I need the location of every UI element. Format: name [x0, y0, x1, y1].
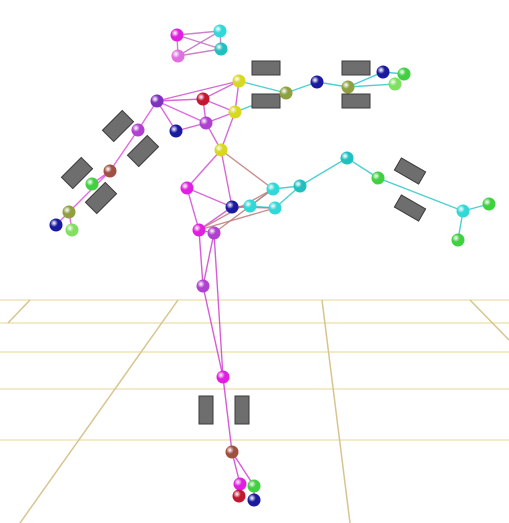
floor-line-d-0 — [7, 299, 31, 324]
sensor-marker-1 — [341, 60, 371, 76]
torso-bone-0 — [202, 80, 240, 100]
legs-bone-2 — [202, 285, 224, 378]
sensor-marker-5 — [126, 134, 160, 168]
torso-bone-6 — [156, 98, 204, 102]
right-arm-bone-10 — [299, 157, 348, 187]
torso-bone-13 — [186, 187, 233, 208]
right-arm-bone-12 — [377, 177, 464, 212]
joint-rFoot1 — [456, 204, 470, 218]
joint-rHand2 — [397, 67, 411, 81]
joint-headR1 — [213, 24, 227, 38]
legs-bone-0 — [198, 229, 204, 287]
joint-rHand1 — [376, 65, 390, 79]
joint-rElbow1 — [310, 75, 324, 89]
joint-ankle — [225, 445, 239, 459]
joint-chin — [196, 92, 210, 106]
joint-rLeg1 — [266, 182, 280, 196]
head-bone-0 — [176, 30, 221, 36]
crossing-links-bone-1 — [198, 207, 276, 231]
joint-rLeg2 — [268, 201, 282, 215]
sensor-marker-0 — [251, 60, 281, 76]
floor-line-d-3 — [469, 299, 509, 341]
joint-neck — [232, 74, 246, 88]
head-bone-4 — [176, 34, 222, 50]
joint-foot2 — [247, 479, 261, 493]
head-bone-5 — [177, 30, 221, 57]
torso-bone-12 — [220, 149, 233, 208]
joint-lHand2 — [62, 205, 76, 219]
joint-foot1 — [233, 477, 247, 491]
joint-shin — [216, 370, 230, 384]
joint-lHand3 — [49, 218, 63, 232]
torso-bone-7 — [156, 80, 240, 102]
joint-lShoulder — [150, 94, 164, 108]
joint-pelvisL — [180, 181, 194, 195]
sensor-marker-8 — [393, 157, 427, 185]
joint-rFoot2 — [482, 197, 496, 211]
joint-chest — [199, 116, 213, 130]
joint-hipM — [207, 226, 221, 240]
sensor-marker-7 — [84, 181, 118, 215]
joint-lHand1 — [85, 177, 99, 191]
joint-hipL — [192, 223, 206, 237]
joint-foot4 — [247, 493, 261, 507]
legs-bone-4 — [222, 376, 233, 453]
legs-bone-1 — [202, 232, 215, 287]
head-bone-3 — [177, 48, 222, 57]
joint-pelvisC — [225, 200, 239, 214]
joint-rKnee — [340, 151, 354, 165]
left-arm-bone-1 — [109, 129, 139, 172]
joint-rShin — [371, 171, 385, 185]
joint-headR2 — [214, 42, 228, 56]
floor-line-d-2 — [321, 299, 351, 523]
joint-rLeg3 — [293, 179, 307, 193]
skeleton-joints — [49, 24, 496, 507]
joint-midChest — [169, 124, 183, 138]
crossing-links-bone-4 — [220, 149, 274, 190]
joint-spine — [214, 143, 228, 157]
floor-grid — [0, 299, 509, 523]
torso-bone-14 — [186, 187, 200, 231]
joint-rFoot3 — [451, 233, 465, 247]
sensor-marker-2 — [251, 93, 281, 109]
sensor-marker-4 — [101, 109, 135, 143]
joint-upperChest — [228, 105, 242, 119]
sensor-marker-9 — [393, 194, 427, 222]
sensor-marker-6 — [60, 156, 94, 190]
torso-bone-9 — [220, 111, 236, 151]
legs-bone-3 — [213, 232, 224, 378]
joint-lHand4 — [65, 223, 79, 237]
sensor-markers — [60, 60, 427, 425]
joint-headL1 — [170, 28, 184, 42]
joint-knee1 — [196, 279, 210, 293]
floor-line-d-1 — [19, 299, 179, 523]
joint-rShoulder — [279, 86, 293, 100]
right-arm-bone-0 — [238, 80, 287, 94]
sensor-marker-3 — [341, 93, 371, 109]
legs-bone-6 — [231, 451, 255, 487]
joint-pelvisR — [243, 199, 257, 213]
left-arm-bone-3 — [68, 170, 111, 213]
sensor-marker-10 — [198, 395, 214, 425]
joint-rHand3 — [388, 77, 402, 91]
left-arm-bone-6 — [156, 100, 207, 124]
joint-lWrist — [103, 164, 117, 178]
crossing-links-bone-2 — [213, 188, 274, 234]
joint-headL2 — [171, 49, 185, 63]
right-arm-bone-4 — [347, 83, 396, 88]
sensor-marker-11 — [234, 395, 250, 425]
joint-lElbow — [131, 123, 145, 137]
torso-bone-11 — [186, 149, 222, 189]
joint-foot3 — [232, 489, 246, 503]
joint-rElbow2 — [341, 80, 355, 94]
